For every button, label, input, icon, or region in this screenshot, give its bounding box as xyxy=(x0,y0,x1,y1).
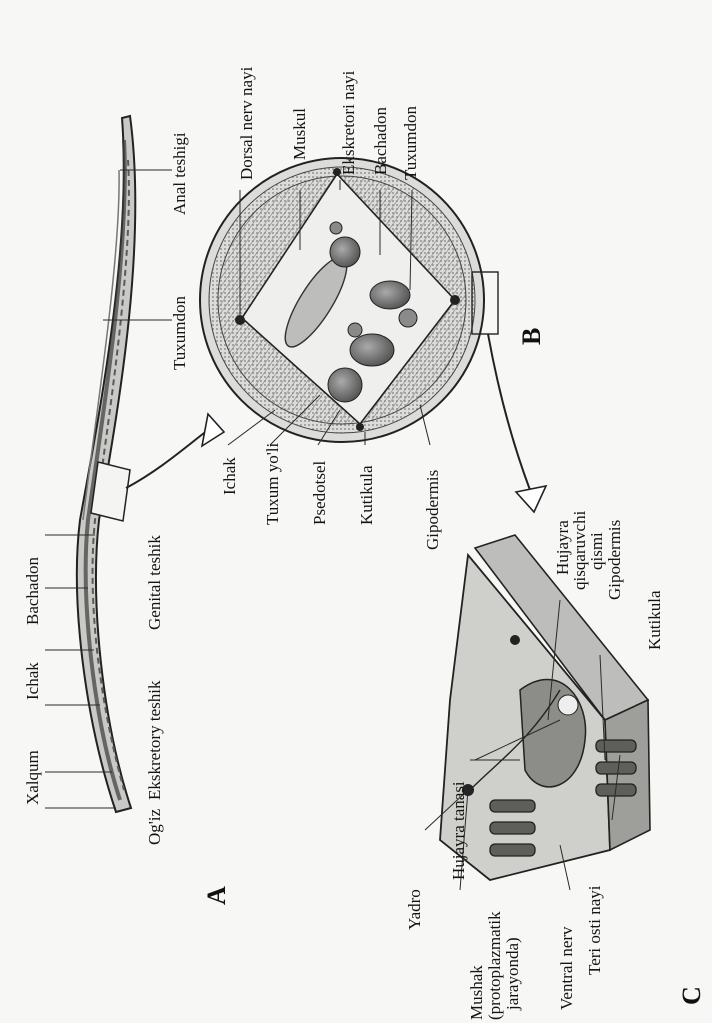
label-tuxumdon-a: Tuxumdon xyxy=(170,295,189,370)
label-gipodermis-c: Gipodermis xyxy=(605,520,624,600)
label-tuxumdon-b: Tuxumdon xyxy=(401,105,420,180)
label-psedotsel: Psedotsel xyxy=(310,461,329,526)
label-tuxum-yoli: Tuxum yo'li xyxy=(263,442,282,525)
label-bachadon-b: Bachadon xyxy=(371,107,390,175)
label-anal-teshigi: Anal teshigi xyxy=(170,132,189,215)
label-ventral-nerv: Ventral nerv xyxy=(557,926,576,1010)
section-cut-box xyxy=(91,462,130,521)
label-gipodermis-b: Gipodermis xyxy=(423,470,442,550)
label-kutikula-c: Kutikula xyxy=(645,590,664,650)
label-kutikula-b: Kutikula xyxy=(357,465,376,525)
label-hujayra-qisqaruvchi-3: qismi xyxy=(587,532,606,570)
cross-section-circle xyxy=(200,158,484,442)
label-yadro: Yadro xyxy=(405,889,424,930)
label-hujayra-tanasi: Hujayra tanasi xyxy=(449,781,468,880)
label-xalqum: Xalqum xyxy=(23,750,42,805)
label-mushak-3: jarayonda) xyxy=(503,937,522,1011)
arrow-to-cross-section xyxy=(126,430,208,488)
label-ichak-b: Ichak xyxy=(220,457,239,495)
label-ichak-a: Ichak xyxy=(23,662,42,700)
label-mushak-2: (protoplazmatik xyxy=(485,911,504,1020)
label-dorsal-nerv: Dorsal nerv nayi xyxy=(237,66,256,180)
label-muskul: Muskul xyxy=(290,108,309,160)
label-ogiz: Og'iz xyxy=(145,808,164,845)
arrow-to-detail xyxy=(488,334,530,490)
label-ekskretor-nayi: Ekskretori nayi xyxy=(339,70,358,175)
label-mushak-1: Mushak xyxy=(467,965,486,1020)
panel-letter-a: A xyxy=(202,886,231,905)
label-bachadon-a: Bachadon xyxy=(23,557,42,625)
arrow-to-cross-section-head xyxy=(202,414,224,446)
panel-letter-b: B xyxy=(517,328,546,345)
label-ekskretor-teshik: Ekskretory teshik xyxy=(145,680,164,800)
label-genital-teshik: Genital teshik xyxy=(145,535,164,630)
panel-letter-c: C xyxy=(677,986,706,1005)
arrow-to-detail-head xyxy=(516,486,546,512)
label-teri-osti-nayi: Teri osti nayi xyxy=(585,885,604,975)
